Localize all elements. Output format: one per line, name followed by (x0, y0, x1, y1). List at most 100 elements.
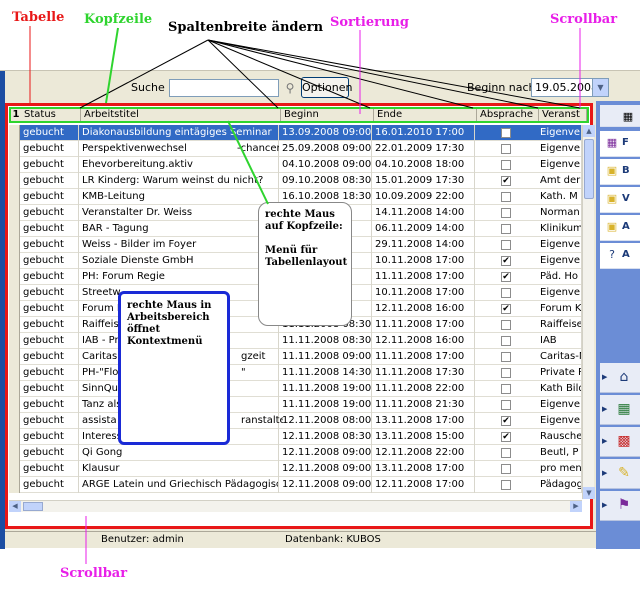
cell-titel: Ehevorbereitung.aktiv (79, 157, 279, 173)
row-indicator[interactable] (9, 173, 20, 189)
row-indicator[interactable] (9, 189, 20, 205)
absprache-checkbox[interactable] (501, 144, 511, 154)
row-indicator[interactable] (9, 333, 20, 349)
column-header-status[interactable]: Status (21, 109, 81, 121)
scroll-right-icon[interactable]: ▶ (570, 501, 582, 512)
options-button[interactable]: Optionen (301, 77, 352, 98)
row-indicator[interactable] (9, 253, 20, 269)
nav-item-1[interactable]: ▦ (600, 105, 640, 127)
row-indicator[interactable] (9, 157, 20, 173)
nav-group-flags[interactable]: ▶ ⚑ (600, 491, 640, 521)
row-indicator[interactable] (9, 477, 20, 493)
row-indicator[interactable] (9, 317, 20, 333)
nav-item-4[interactable]: ▣ V (600, 187, 640, 213)
row-indicator[interactable] (9, 141, 20, 157)
search-input[interactable] (169, 79, 279, 97)
horizontal-scrollbar[interactable]: ◀ ▶ (9, 500, 582, 512)
absprache-checkbox[interactable]: ✔ (501, 272, 511, 282)
nav-item-2[interactable]: ▦ F (600, 131, 640, 157)
nav-item-6[interactable]: ? A (600, 243, 640, 269)
row-indicator[interactable] (9, 413, 20, 429)
row-indicator[interactable] (9, 349, 20, 365)
scroll-down-icon[interactable]: ▼ (583, 487, 595, 499)
column-header-ende[interactable]: Ende (374, 109, 477, 121)
absprache-checkbox[interactable] (501, 192, 511, 202)
absprache-checkbox[interactable] (501, 368, 511, 378)
absprache-checkbox[interactable]: ✔ (501, 304, 511, 314)
row-indicator[interactable] (9, 269, 20, 285)
nav-group-home[interactable]: ▶ ⌂ (600, 363, 640, 393)
search-icon[interactable]: ⚲ (285, 81, 295, 95)
absprache-checkbox[interactable] (501, 352, 511, 362)
nav-group-chart[interactable]: ▶ ▩ (600, 427, 640, 457)
absprache-checkbox[interactable] (501, 160, 511, 170)
row-indicator[interactable] (9, 205, 20, 221)
row-indicator[interactable] (9, 237, 20, 253)
column-header-beginn[interactable]: Beginn (281, 109, 374, 121)
absprache-checkbox[interactable] (501, 336, 511, 346)
absprache-checkbox[interactable] (501, 224, 511, 234)
row-indicator[interactable] (9, 429, 20, 445)
begin-date-select[interactable]: 19.05.2008 ▼ (531, 78, 609, 97)
vertical-scrollbar[interactable]: ▲ ▼ (582, 125, 595, 499)
absprache-checkbox[interactable] (501, 384, 511, 394)
absprache-checkbox[interactable]: ✔ (501, 432, 511, 442)
cell-status: gebucht (20, 205, 79, 221)
absprache-checkbox[interactable] (501, 464, 511, 474)
nav-group-calculator[interactable]: ▶ ▦ (600, 395, 640, 425)
scroll-left-icon[interactable]: ◀ (9, 501, 21, 512)
nav-group-tools[interactable]: ▶ ✎ (600, 459, 640, 489)
table-area[interactable]: 1 Status Arbeitstitel Beginn Ende Abspra… (5, 103, 595, 529)
absprache-checkbox[interactable]: ✔ (501, 256, 511, 266)
row-indicator[interactable] (9, 285, 20, 301)
nav-item-3[interactable]: ▣ B (600, 159, 640, 185)
cell-veranst: Norman (537, 205, 582, 221)
absprache-checkbox[interactable] (501, 240, 511, 250)
row-indicator[interactable] (9, 125, 20, 141)
absprache-checkbox[interactable] (501, 480, 511, 490)
row-indicator[interactable] (9, 365, 20, 381)
row-indicator[interactable] (9, 381, 20, 397)
absprache-checkbox[interactable] (501, 448, 511, 458)
row-indicator[interactable] (9, 301, 20, 317)
scroll-up-icon[interactable]: ▲ (583, 125, 595, 137)
absprache-checkbox[interactable] (501, 320, 511, 330)
column-header-veranst[interactable]: Veranst (539, 109, 587, 121)
row-indicator[interactable] (9, 445, 20, 461)
cell-status: gebucht (20, 461, 79, 477)
row-indicator[interactable] (9, 461, 20, 477)
vertical-scroll-thumb[interactable] (584, 139, 594, 199)
horizontal-scroll-thumb[interactable] (23, 502, 43, 511)
absprache-checkbox[interactable] (501, 288, 511, 298)
absprache-checkbox[interactable] (501, 128, 511, 138)
table-header[interactable]: 1 Status Arbeitstitel Beginn Ende Abspra… (9, 107, 589, 123)
absprache-checkbox[interactable] (501, 208, 511, 218)
absprache-checkbox[interactable] (501, 400, 511, 410)
nav-item-5[interactable]: ▣ A (600, 215, 640, 241)
absprache-checkbox[interactable]: ✔ (501, 176, 511, 186)
cell-ende: 14.11.2008 14:00 (372, 205, 475, 221)
callout-line: Menü für (265, 245, 318, 256)
column-header-arbeitstitel[interactable]: Arbeitstitel (81, 109, 281, 121)
absprache-checkbox[interactable]: ✔ (501, 416, 511, 426)
chevron-down-icon[interactable]: ▼ (592, 79, 608, 96)
column-header-absprache[interactable]: Absprache (477, 109, 539, 121)
row-indicator[interactable] (9, 221, 20, 237)
row-indicator[interactable] (9, 397, 20, 413)
